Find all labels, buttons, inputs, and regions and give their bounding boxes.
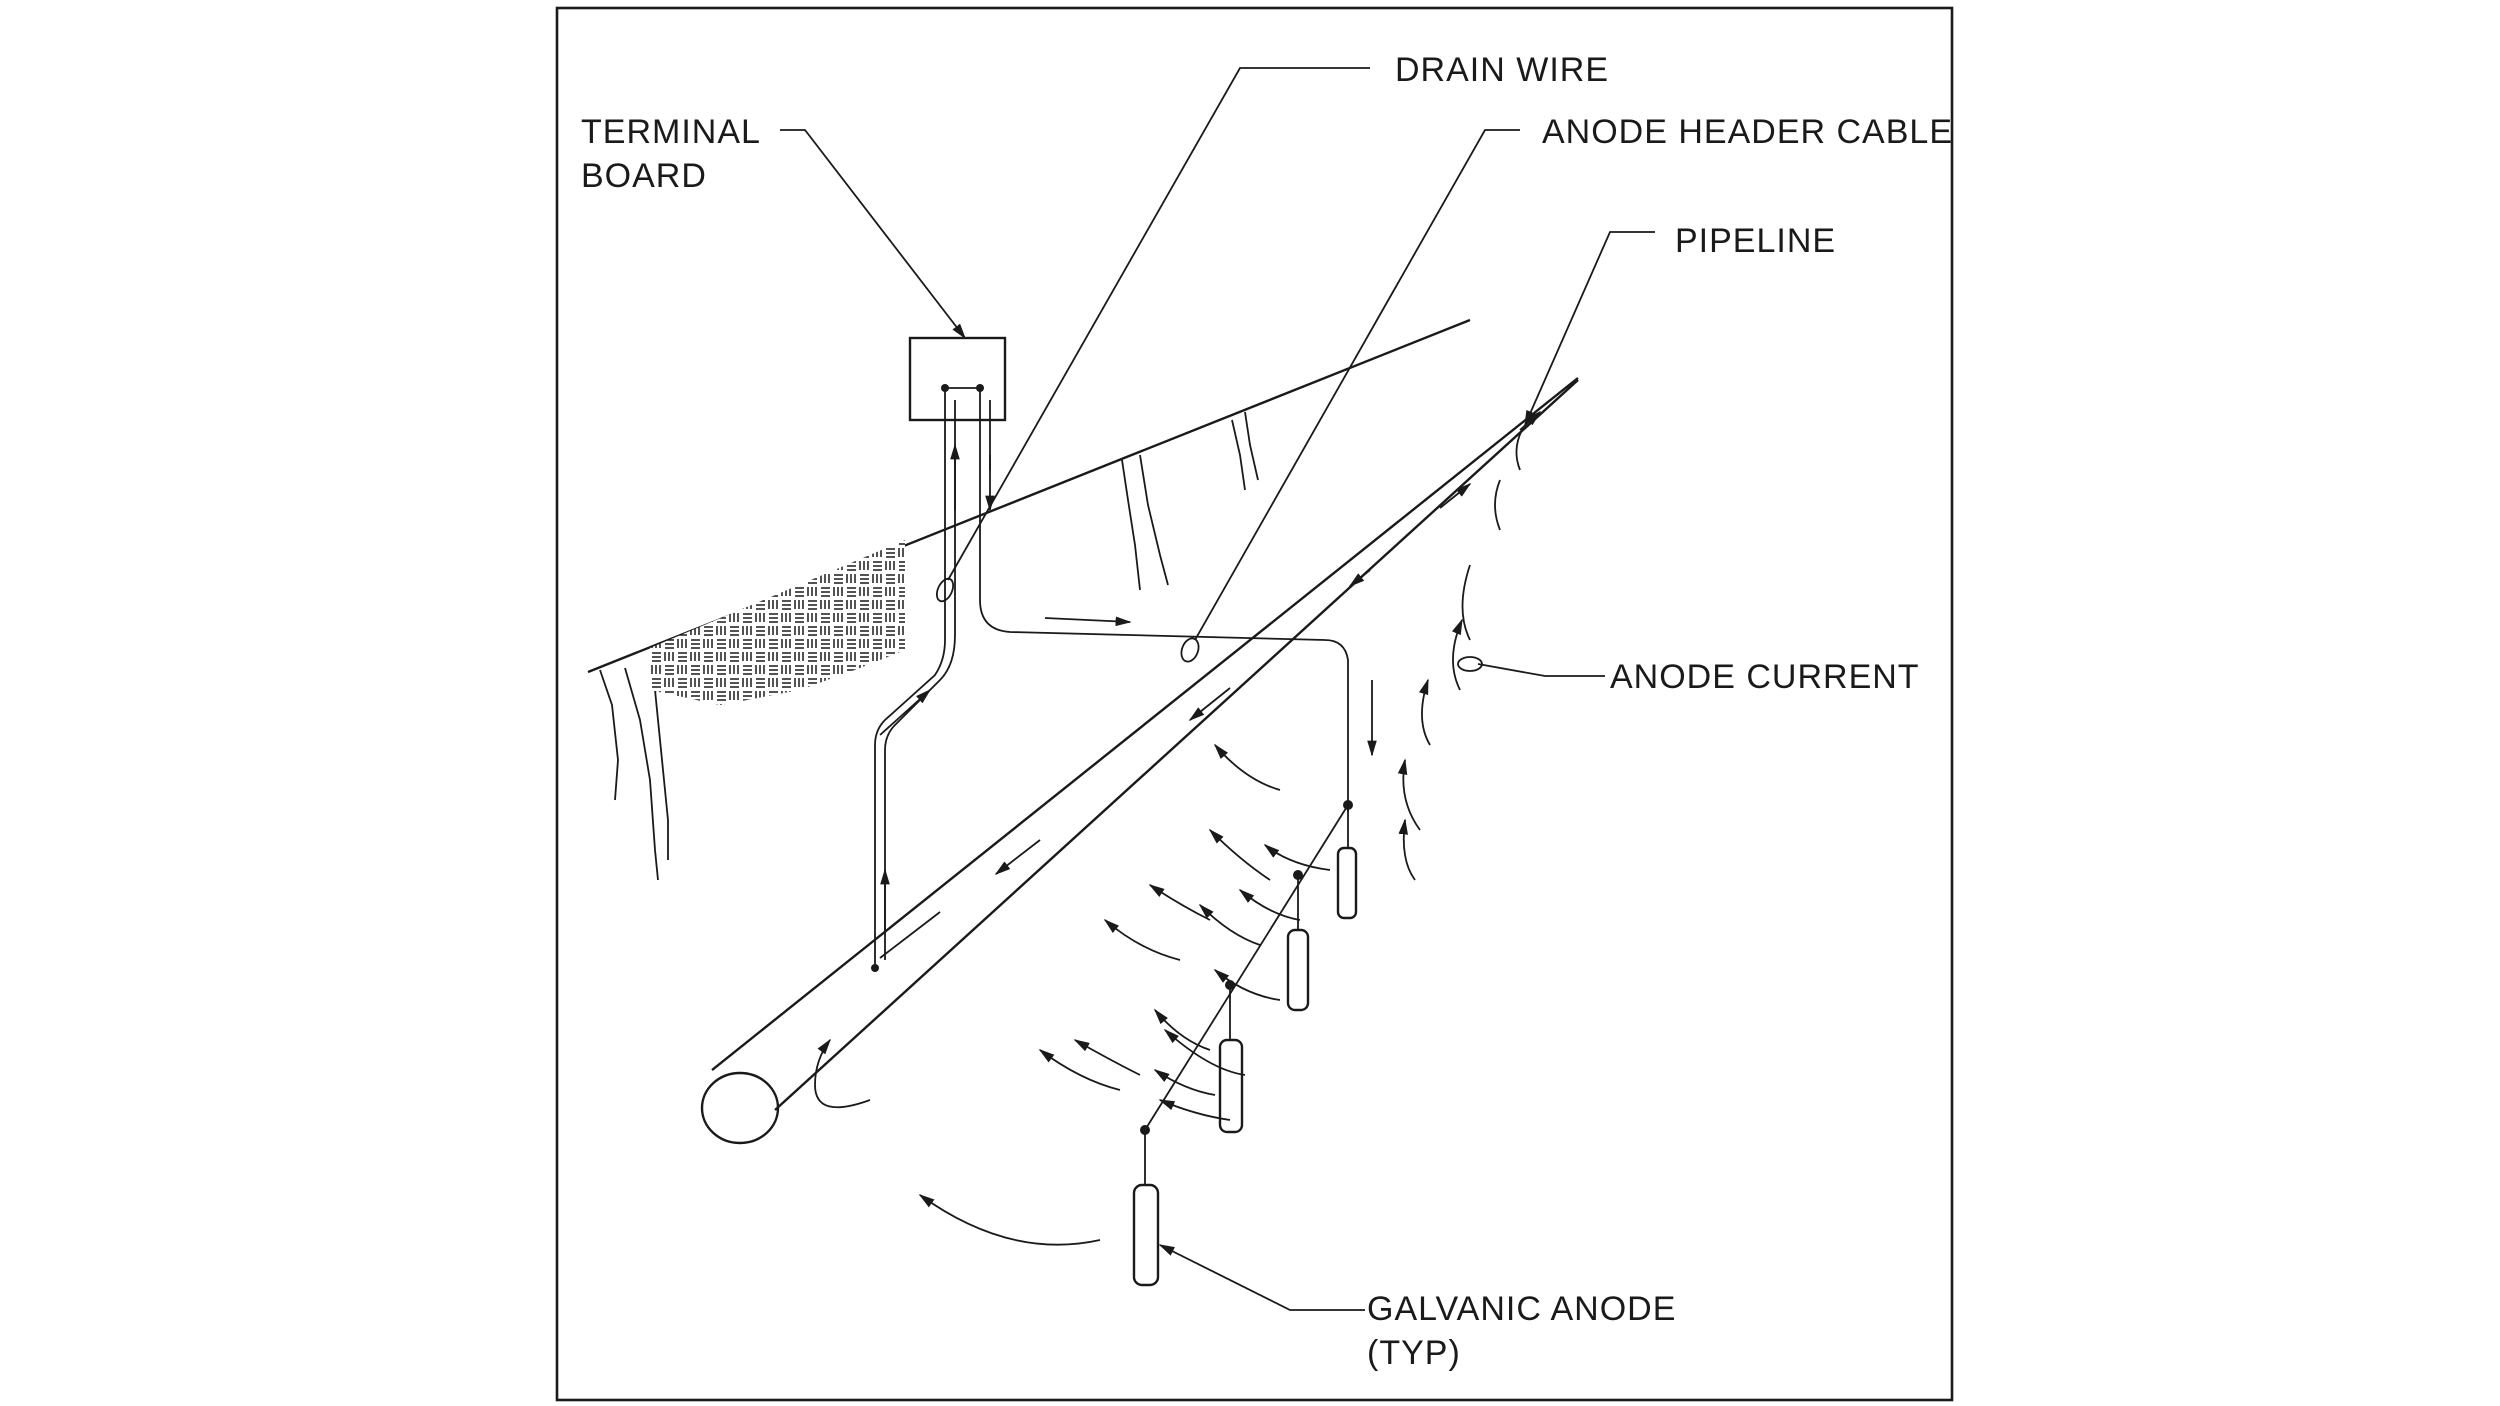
trench-wall-left — [599, 667, 669, 881]
label-galvanic-anode-line1: GALVANIC ANODE — [1367, 1290, 1676, 1328]
trench-wall-right — [1121, 411, 1259, 591]
galvanic-anode-3 — [1218, 1038, 1244, 1134]
label-pipeline: PIPELINE — [1675, 222, 1836, 260]
pipeline-body — [700, 377, 1579, 1145]
anode-header-cable-path — [979, 388, 1377, 812]
drain-wire-path — [871, 388, 960, 972]
label-terminal-board-line2: BOARD — [581, 157, 707, 195]
label-drain-wire: DRAIN WIRE — [1395, 51, 1609, 89]
galvanic-anode-4 — [1132, 1183, 1160, 1287]
pipe-current-arrows — [879, 410, 1542, 959]
galvanic-anode-1 — [1336, 846, 1358, 920]
anode-current-arrows — [814, 429, 1523, 1246]
label-anode-current: ANODE CURRENT — [1610, 658, 1920, 696]
galvanic-anode-2 — [1286, 928, 1310, 1012]
diagram-frame — [555, 6, 1954, 1402]
label-terminal-board-line1: TERMINAL — [581, 113, 761, 151]
leader-lines — [780, 67, 1655, 1311]
backfill-hatch — [650, 540, 905, 705]
label-galvanic-anode-line2: (TYP) — [1367, 1334, 1461, 1372]
anode-string — [1140, 800, 1353, 1185]
label-anode-header-cable: ANODE HEADER CABLE — [1542, 113, 1953, 151]
